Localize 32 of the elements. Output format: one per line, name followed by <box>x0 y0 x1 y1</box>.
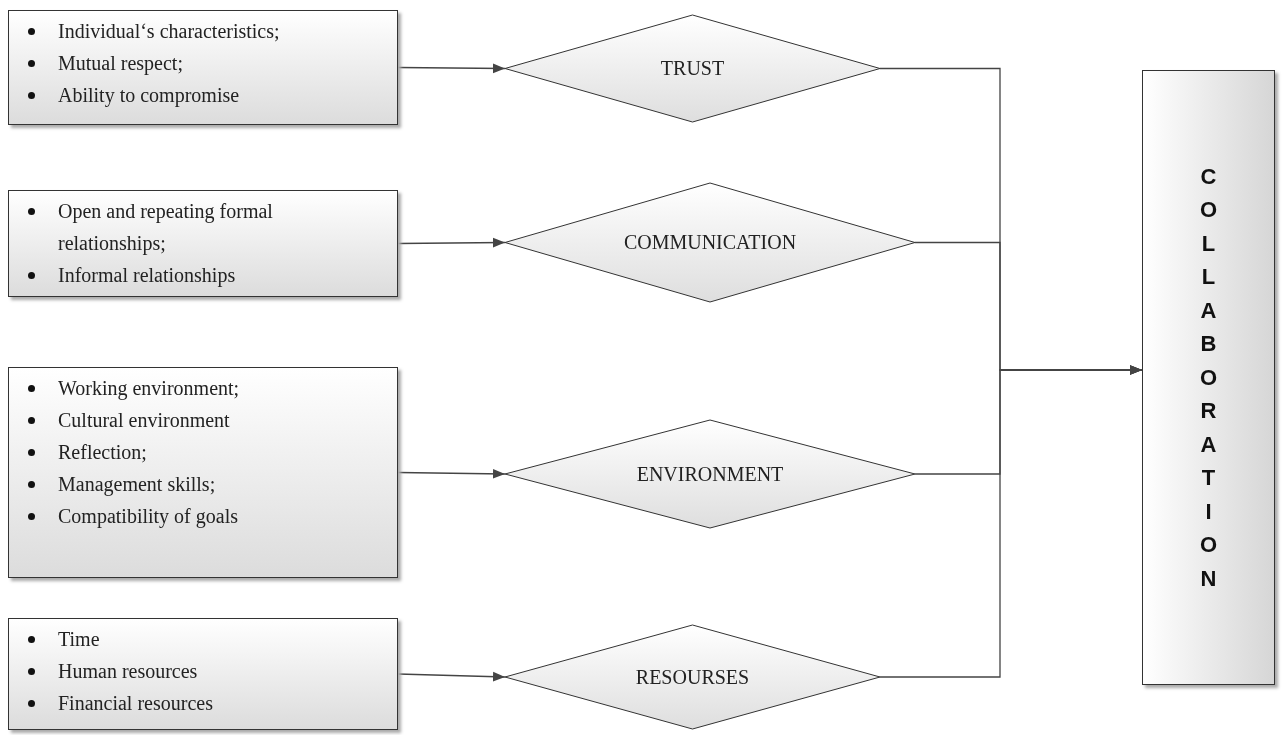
list-item: Time <box>58 627 100 652</box>
bullet-list-box <box>8 10 398 125</box>
list-item: Cultural environment <box>58 408 230 433</box>
diamond-label: ENVIRONMENT <box>636 462 784 486</box>
bullet-list-box <box>8 367 398 578</box>
list-item: Financial resources <box>58 691 213 716</box>
vertical-label: COLLABORATION <box>1199 162 1218 593</box>
arrow <box>397 237 506 248</box>
list-item: Individual‘s characteristics; <box>58 19 280 44</box>
arrow <box>397 671 506 682</box>
arrow <box>397 63 506 74</box>
bullet-list-box <box>8 618 398 730</box>
list-item: Open and repeating formal relationships; <box>58 199 274 257</box>
diamond-label: RESOURSES <box>635 665 750 689</box>
list-item: Informal relationships <box>58 263 236 289</box>
arrow <box>879 365 1143 678</box>
decision-diamond <box>505 420 915 528</box>
list-item: Ability to compromise <box>58 83 240 109</box>
list-item: Management skills; <box>58 472 216 498</box>
list-item: Mutual respect; <box>58 51 183 77</box>
list-item: Reflection; <box>58 440 147 465</box>
list-item: Compatibility of goals <box>58 504 238 530</box>
diamond-label: TRUST <box>660 57 725 80</box>
decision-diamond <box>505 625 880 729</box>
list-item: Working environment; <box>58 376 240 402</box>
list-item: Human resources <box>58 659 198 684</box>
bullet-list-box <box>8 190 398 297</box>
arrow <box>397 469 506 479</box>
diamond-label: COMMUNICATION <box>623 231 797 254</box>
decision-diamond <box>505 183 915 302</box>
result-box <box>1142 70 1275 685</box>
decision-diamond <box>505 15 880 122</box>
